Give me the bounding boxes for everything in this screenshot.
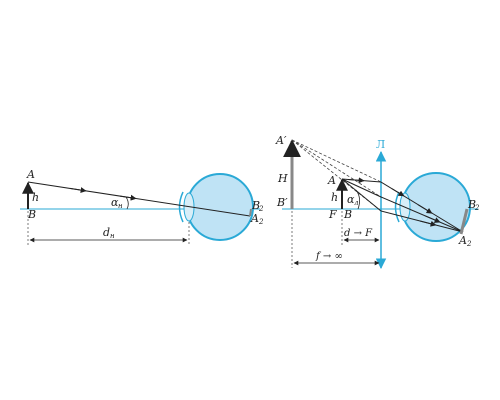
left-label-alpha: α [111,196,119,209]
right-label-d: d → F [344,228,373,239]
left-label-alpha-sub: н [118,202,123,210]
right-label-B-prime: B′ [276,196,288,209]
right-label-A-prime: A′ [275,134,287,147]
right-ray-2 [341,178,382,198]
right-ray-arrow-5 [391,188,405,197]
right-label-B: B [343,208,352,221]
right-label-f: f → ∞ [315,251,343,262]
left-label-B: B [27,208,36,221]
right-retina-image [459,208,469,235]
left-label-A: A [26,168,35,181]
right-label-H: H [277,172,288,185]
right-label-A: A [327,174,336,187]
left-eye [178,173,254,241]
left-label-A2-sub: 2 [258,218,264,226]
right-angle-arc [355,189,360,210]
right-dashed-line-3 [291,139,382,212]
right-label-alpha: α [347,193,355,206]
left-label-B2: B [251,199,260,212]
left-label-d: d [103,226,110,239]
left-label-d-sub: н [110,232,115,240]
right-ray-arrow-2 [417,204,433,214]
right-label-A2: A [458,234,467,247]
right-label-B2-sub: 2 [474,204,480,212]
left-ray [27,181,251,217]
left-label-h: h [32,191,39,204]
right-label-F: F [328,208,337,221]
left-label-A2: A [250,212,259,225]
right-label-B2: B [467,198,476,211]
right-label-lens: Л [376,138,385,151]
right-eye [394,172,471,242]
right-label-A2-sub: 2 [466,240,472,248]
right-ray-arrow-1 [347,177,365,184]
right-label-alpha-sub: л [354,199,358,207]
right-ray-arrow-3 [424,215,441,223]
left-ray-arrow [69,187,87,194]
right-ray-3 [341,178,382,212]
right-dashed-line-1 [291,139,382,183]
right-label-h: h [331,191,338,204]
left-retina-image [249,208,252,217]
left-panel: A B h α н d н B 2 A 2 [20,168,264,246]
left-angle-arc [125,196,129,210]
left-ray-arrow-2 [119,194,137,201]
left-label-B2-sub: 2 [258,205,264,213]
right-panel: A′ B′ H A h F B α л Л d → F f → ∞ B 2 A … [275,134,480,270]
right-dashed-line-2 [291,139,382,198]
right-ray-arrow-4 [419,220,437,227]
right-ray-2b [380,196,464,233]
